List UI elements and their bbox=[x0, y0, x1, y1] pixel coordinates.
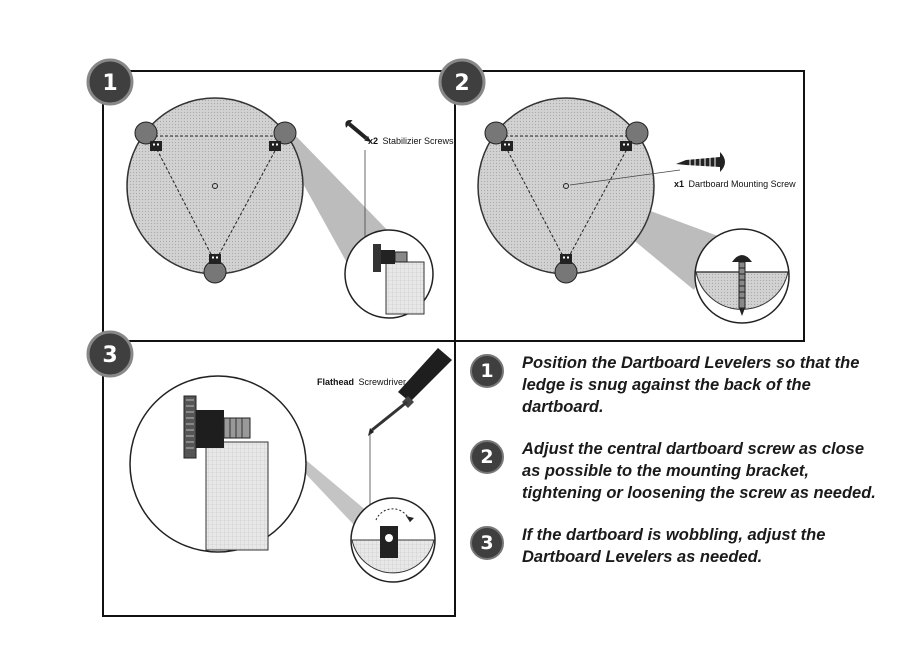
dartboard-edge-detail bbox=[385, 261, 425, 315]
screw-in-wall-icon bbox=[732, 255, 752, 316]
step-number-badge: 2 bbox=[470, 440, 504, 474]
leveler-knob-icon bbox=[484, 121, 508, 145]
callout-text: Stabilizier Screws bbox=[383, 136, 455, 146]
flathead-screwdriver-icon bbox=[368, 348, 452, 436]
step-number-badge: 1 bbox=[470, 354, 504, 388]
instruction-step-3: 3 If the dartboard is wobbling, adjust t… bbox=[470, 524, 880, 568]
leveler-triangle-guide bbox=[499, 135, 635, 264]
panel-1: x2 Stabilizier Screws bbox=[126, 97, 454, 319]
instruction-step-1: 1 Position the Dartboard Levelers so tha… bbox=[470, 352, 880, 418]
svg-text:2: 2 bbox=[454, 71, 469, 96]
leveler-body-icon bbox=[381, 250, 395, 264]
callout-label: x1 Dartboard Mounting Screw bbox=[674, 179, 796, 189]
svg-text:1: 1 bbox=[102, 71, 117, 96]
panel-3-badge: 3 bbox=[86, 330, 134, 378]
callout-text: Screwdriver bbox=[359, 377, 407, 387]
instruction-text: Adjust the central dartboard screw as cl… bbox=[522, 440, 876, 502]
adjustment-arrow-icon bbox=[375, 508, 411, 523]
bracket-icon bbox=[560, 254, 572, 264]
leveler-screw-icon bbox=[223, 417, 251, 439]
bracket-icon bbox=[501, 141, 513, 151]
callout-quantity: x1 bbox=[674, 179, 684, 189]
panel-3: Flathead Screwdriver bbox=[129, 348, 452, 583]
panel-3-frame bbox=[102, 340, 456, 617]
dartboard-back-icon bbox=[477, 97, 655, 275]
leveler-screw-icon bbox=[394, 251, 408, 263]
bracket-icon bbox=[209, 254, 221, 264]
leveler-triangle-guide bbox=[149, 135, 284, 264]
center-mark-icon bbox=[212, 183, 218, 189]
instruction-text: If the dartboard is wobbling, adjust the… bbox=[522, 526, 826, 566]
bracket-icon bbox=[269, 141, 281, 151]
leveler-knob-icon bbox=[134, 121, 158, 145]
callout-label: Flathead Screwdriver bbox=[317, 377, 406, 387]
leveler-knob-detail-icon bbox=[183, 395, 197, 459]
callout-quantity: x2 bbox=[368, 136, 378, 146]
svg-text:3: 3 bbox=[102, 343, 117, 368]
instructions-list: 1 Position the Dartboard Levelers so tha… bbox=[470, 352, 880, 588]
leveler-knob-icon bbox=[554, 260, 578, 284]
panel-2-frame bbox=[454, 70, 805, 342]
leveler-detail-icon bbox=[373, 244, 381, 272]
bracket-icon bbox=[150, 141, 162, 151]
callout-leader bbox=[569, 169, 681, 186]
panel-1-badge: 1 bbox=[86, 58, 134, 106]
leveler-knob-icon bbox=[203, 260, 227, 284]
leveler-slot-icon bbox=[385, 534, 393, 542]
mounting-screw-icon bbox=[676, 152, 725, 172]
leveler-knob-icon bbox=[273, 121, 297, 145]
callout-quantity: Flathead bbox=[317, 377, 354, 387]
callout-text: Dartboard Mounting Screw bbox=[689, 179, 797, 189]
dartboard-edge-detail bbox=[205, 441, 269, 551]
leveler-knob-icon bbox=[625, 121, 649, 145]
knob-grip-lines bbox=[186, 399, 194, 449]
bracket-icon bbox=[620, 141, 632, 151]
callout-label: x2 Stabilizier Screws bbox=[368, 136, 454, 146]
step-number-badge: 3 bbox=[470, 526, 504, 560]
panel-2: x1 Dartboard Mounting Screw bbox=[477, 97, 796, 324]
instruction-text: Position the Dartboard Levelers so that … bbox=[522, 354, 860, 416]
instruction-step-2: 2 Adjust the central dartboard screw as … bbox=[470, 438, 880, 504]
leveler-body-icon bbox=[196, 410, 224, 448]
panel-2-badge: 2 bbox=[438, 58, 486, 106]
center-mark-icon bbox=[563, 183, 569, 189]
stabilizer-screw-icon bbox=[345, 120, 371, 142]
